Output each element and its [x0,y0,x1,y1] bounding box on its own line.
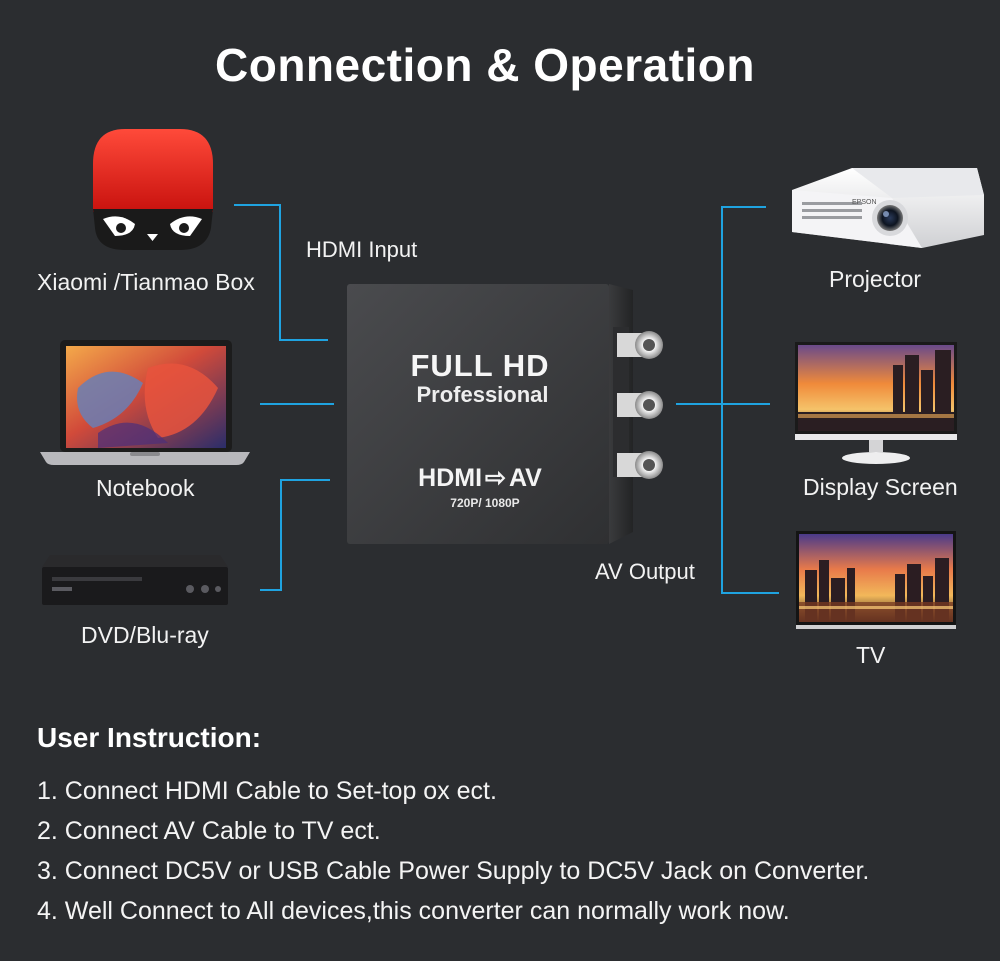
instruction-step: 2. Connect AV Cable to TV ect. [37,817,381,845]
arrow-right-icon: ⇨ [485,464,506,492]
tv-icon [796,531,956,629]
tv-box-icon [93,129,213,250]
hdmi-input-label: HDMI Input [306,237,418,262]
instruction-step: 4. Well Connect to All devices,this conv… [37,897,790,925]
projector-icon: EPSON [792,168,984,248]
device-label-display: Display Screen [803,474,958,500]
av-output-label: AV Output [595,559,695,584]
converter-hdmi-text: HDMI [418,464,483,492]
device-label-dvd: DVD/Blu-ray [81,622,209,648]
device-label-tv: TV [856,642,886,668]
dvd-player-icon [42,555,228,605]
converter-resolution: 720P/ 1080P [450,496,520,510]
converter-full-hd: FULL HD [410,348,550,383]
device-label-notebook: Notebook [96,475,195,501]
projector-brand: EPSON [852,199,877,206]
rca-jacks [617,331,663,479]
monitor-icon [795,342,957,464]
converter-professional: Professional [416,382,549,407]
instruction-step: 1. Connect HDMI Cable to Set-top ox ect. [37,777,497,805]
laptop-icon [40,340,250,465]
device-label-projector: Projector [829,266,922,292]
converter-hdmi-av: HDMI⇨AV [345,463,615,493]
instruction-step: 3. Connect DC5V or USB Cable Power Suppl… [37,857,870,885]
instructions-title: User Instruction: [37,722,262,753]
device-label-tv-box: Xiaomi /Tianmao Box [37,269,255,295]
converter-av-text: AV [508,464,542,492]
page-title: Connection & Operation [215,39,755,91]
converter-device: FULL HD Professional HDMI⇨AV 720P/ 1080P [345,282,663,547]
